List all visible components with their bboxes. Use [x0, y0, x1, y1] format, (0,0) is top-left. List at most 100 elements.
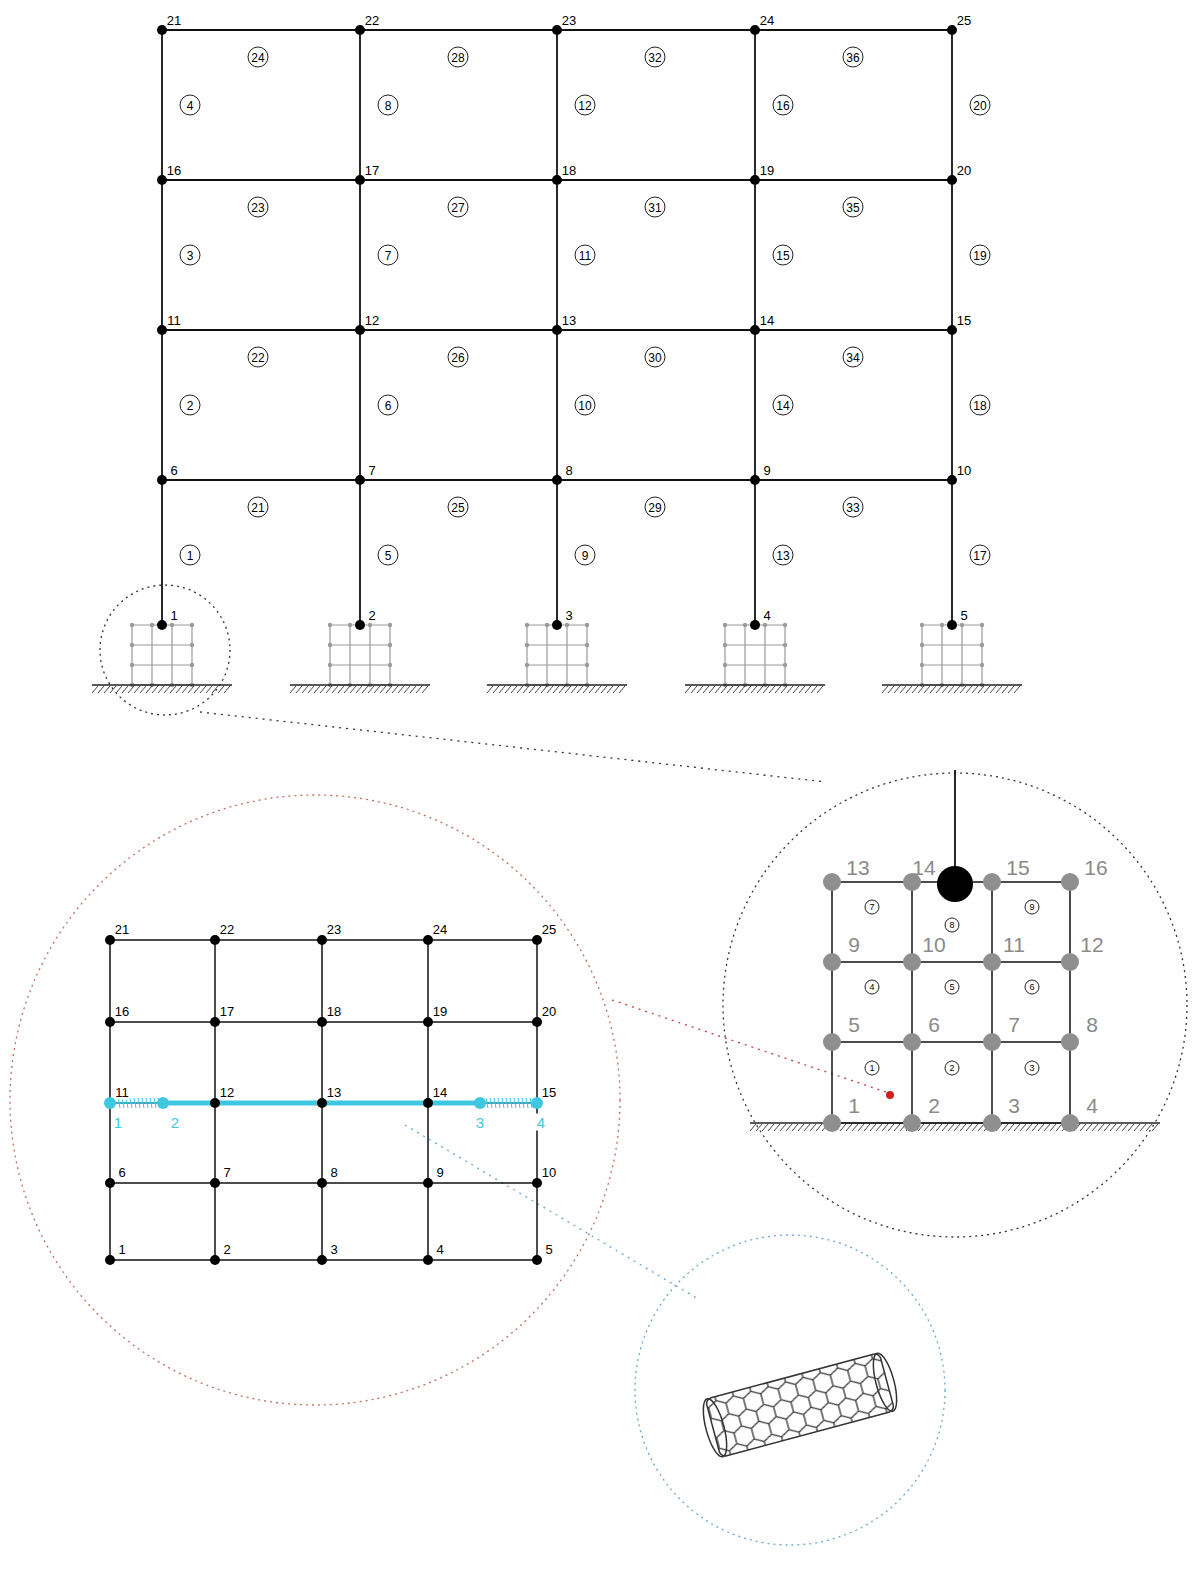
mesh-node-number: 7 [222, 1165, 231, 1180]
ground-hatch [1014, 686, 1020, 693]
foundation-grid [526, 625, 527, 685]
gauss-point [886, 1091, 894, 1099]
soil-grid [831, 882, 833, 1123]
ground-hatch [691, 686, 697, 693]
foundation-grid [131, 625, 132, 685]
foundation-node [723, 643, 727, 647]
soil-node [903, 1033, 921, 1051]
ground-hatch [805, 686, 811, 693]
soil-node [903, 953, 921, 971]
foundation-grid [330, 644, 390, 645]
ground-hatch [487, 686, 493, 693]
member-number: 21 [248, 497, 269, 518]
soil-node [1061, 953, 1079, 971]
ground-hatch [392, 686, 398, 693]
ground-hatch [697, 686, 703, 693]
ground-hatch [1020, 1124, 1026, 1131]
mesh-node [423, 1255, 433, 1265]
soil-node-number: 9 [848, 934, 860, 955]
ground-hatch [852, 1124, 858, 1131]
ground-hatch [763, 686, 769, 693]
mesh-node [210, 1017, 220, 1027]
ground-hatch [206, 686, 212, 693]
soil-node [983, 1033, 1001, 1051]
ground-hatch [750, 1124, 756, 1131]
member-number: 32 [645, 47, 666, 68]
ground-hatch [715, 686, 721, 693]
mesh-node-number: 18 [326, 1004, 342, 1019]
ground-hatch [128, 686, 134, 693]
frame-node [947, 620, 957, 630]
foundation-grid [546, 625, 547, 685]
ground-hatch [906, 686, 912, 693]
ground-hatch [1086, 1124, 1092, 1131]
soil-node-number: 8 [1086, 1014, 1098, 1035]
link-node-number: 1 [113, 1114, 123, 1131]
member-number: 31 [645, 197, 666, 218]
element-number: 6 [1025, 980, 1040, 995]
member-number: 13 [773, 545, 794, 566]
ground-hatch [978, 1124, 984, 1131]
mesh-node [105, 1178, 115, 1188]
spring-hatch [150, 1098, 152, 1108]
ground-hatch [781, 686, 787, 693]
soil-node-number: 6 [928, 1014, 940, 1035]
ground-hatch [386, 686, 392, 693]
ground-hatch [733, 686, 739, 693]
mesh-node-number: 21 [114, 922, 130, 937]
ground-hatch [1026, 1124, 1032, 1131]
member-number: 28 [448, 47, 469, 68]
frame-node [750, 475, 760, 485]
spring-hatch [138, 1098, 140, 1108]
ground-hatch [290, 686, 296, 693]
ground-hatch [1080, 1124, 1086, 1131]
foundation-node [960, 623, 964, 627]
soil-grid [832, 1041, 1070, 1043]
ground-hatch [882, 686, 888, 693]
foundation-node [920, 643, 924, 647]
ground-hatch [589, 686, 595, 693]
mesh-node [423, 935, 433, 945]
foundation-grid [961, 625, 962, 685]
member-number: 15 [773, 245, 794, 266]
ground-hatch [1044, 1124, 1050, 1131]
ground-hatch [942, 1124, 948, 1131]
mesh-node [532, 1017, 542, 1027]
member-number: 24 [248, 47, 269, 68]
node-number: 21 [166, 13, 182, 28]
ground-hatch [888, 1124, 894, 1131]
soil-node-number: 15 [1006, 857, 1029, 878]
ground-hatch [703, 686, 709, 693]
ground-hatch [798, 1124, 804, 1131]
ground-hatch [350, 686, 356, 693]
ground-hatch [780, 1124, 786, 1131]
frame-node [552, 620, 562, 630]
node-number: 24 [759, 13, 775, 28]
ground-hatch [1110, 1124, 1116, 1131]
foundation-grid [151, 625, 152, 685]
mesh-node-number: 1 [117, 1242, 126, 1257]
soil-node [903, 1114, 921, 1132]
member-number: 33 [843, 497, 864, 518]
soil-node [1061, 1114, 1079, 1132]
ground-hatch [176, 686, 182, 693]
member-number: 20 [970, 95, 991, 116]
node-number: 1 [169, 608, 178, 623]
foundation-node [328, 623, 332, 627]
foundation-grid [764, 625, 765, 685]
spring-hatch [502, 1098, 504, 1108]
ground-hatch [751, 686, 757, 693]
spring-hatch [526, 1098, 528, 1108]
nanotube [699, 1351, 902, 1459]
mesh-node [105, 935, 115, 945]
mesh-node-number: 4 [435, 1242, 444, 1257]
foundation-node [585, 663, 589, 667]
ground-hatch [398, 686, 404, 693]
mesh-node [423, 1178, 433, 1188]
soil-node-number: 11 [1003, 934, 1025, 955]
node-number: 2 [367, 608, 376, 623]
foundation-node [980, 663, 984, 667]
member-number: 3 [180, 245, 201, 266]
foundation-grid [922, 644, 982, 645]
